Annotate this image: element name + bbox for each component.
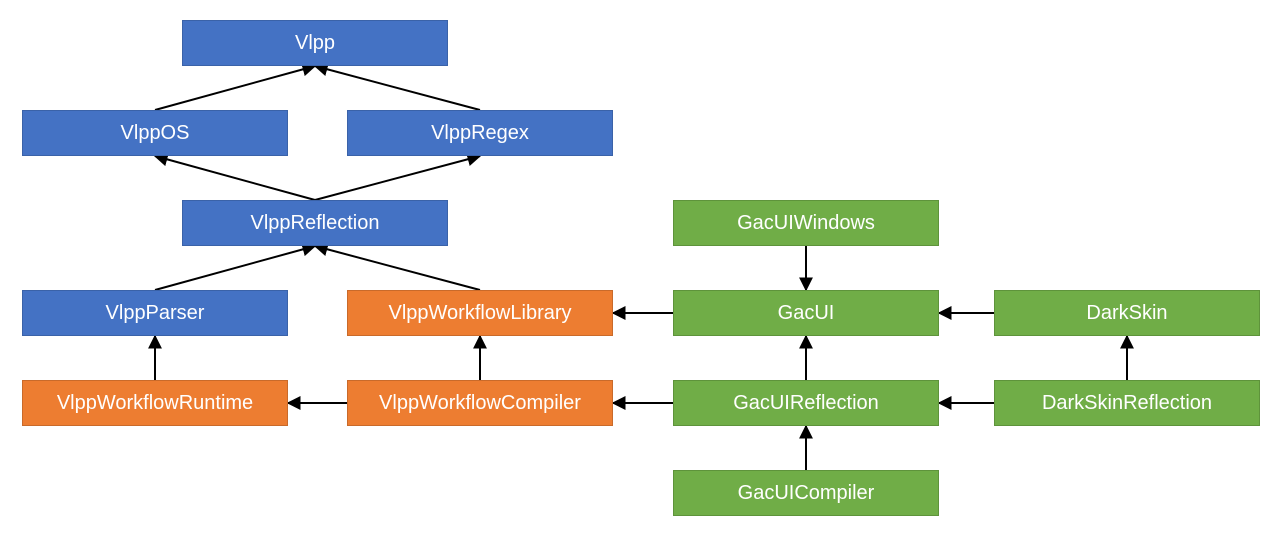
node-vlppregex: VlppRegex (347, 110, 613, 156)
node-vlppworkflowcompiler: VlppWorkflowCompiler (347, 380, 613, 426)
node-vlppreflection: VlppReflection (182, 200, 448, 246)
node-gacuicompiler: GacUICompiler (673, 470, 939, 516)
node-vlppworkflowruntime: VlppWorkflowRuntime (22, 380, 288, 426)
arrow-vlppworkflowlibrary-to-vlppreflection (313, 242, 481, 291)
arrow-vlppreflection-to-vlppregex (314, 152, 482, 201)
node-darkskin: DarkSkin (994, 290, 1260, 336)
arrow-vlppparser-to-vlppreflection (154, 242, 317, 291)
node-gacuireflection: GacUIReflection (673, 380, 939, 426)
node-darkskinreflection: DarkSkinReflection (994, 380, 1260, 426)
arrow-vlppreflection-to-vlppos (153, 152, 316, 201)
node-vlppworkflowlibrary: VlppWorkflowLibrary (347, 290, 613, 336)
node-gacuiwindows: GacUIWindows (673, 200, 939, 246)
node-vlppos: VlppOS (22, 110, 288, 156)
arrow-vlppos-to-vlpp (154, 62, 317, 111)
node-vlppparser: VlppParser (22, 290, 288, 336)
node-vlpp: Vlpp (182, 20, 448, 66)
arrow-vlppregex-to-vlpp (313, 62, 481, 111)
node-gacui: GacUI (673, 290, 939, 336)
